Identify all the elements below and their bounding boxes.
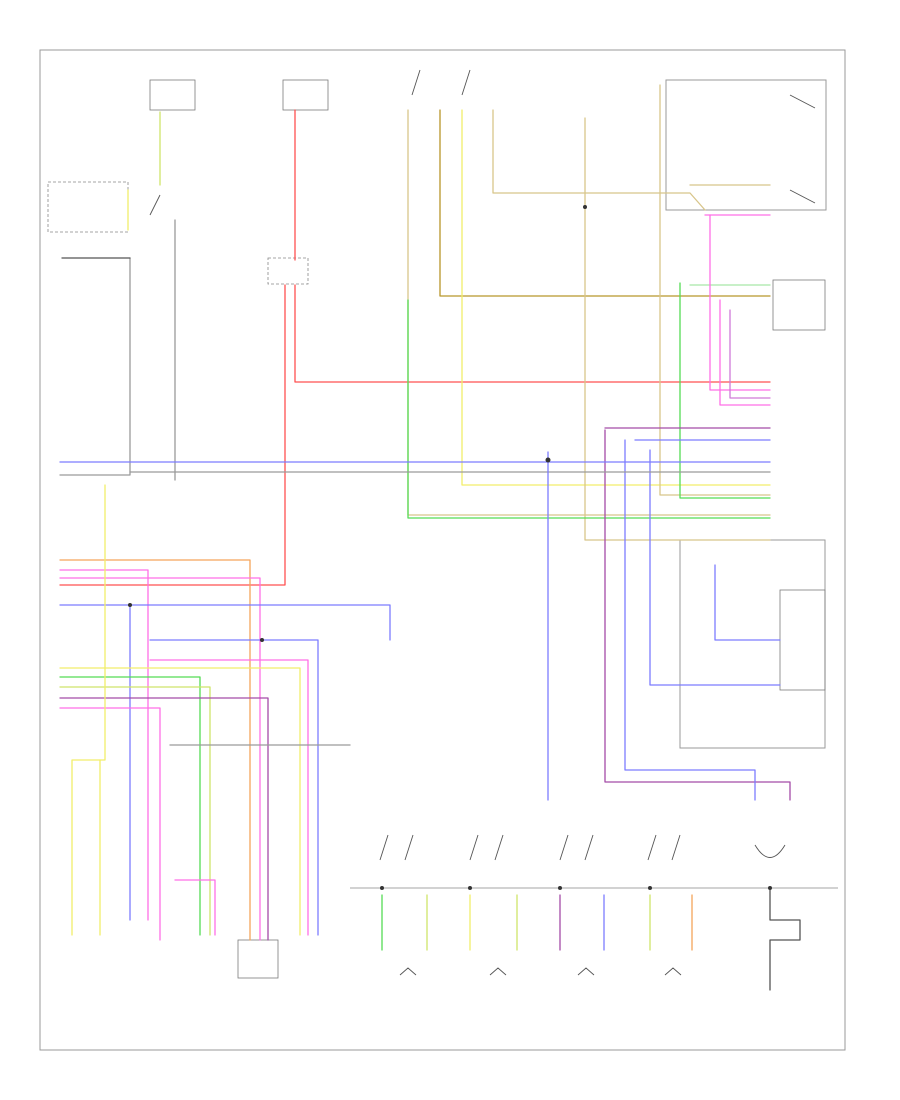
splice-6 [468, 886, 472, 890]
switch-symbol-top [411, 69, 471, 96]
splice-5 [380, 886, 384, 890]
switch-symbol-right [789, 94, 816, 204]
wire-pink-right-2 [719, 299, 771, 406]
component-top-left-1 [149, 79, 196, 111]
wire-tan-top-right [492, 109, 706, 211]
wire-black-bottom-right [769, 887, 801, 991]
wire-tan-right [584, 117, 771, 541]
wires [59, 84, 801, 991]
switch-symbol-2 [469, 834, 504, 861]
component-right-lower [679, 539, 826, 749]
splice-1 [583, 205, 587, 209]
wire-blue-right-2 [649, 449, 781, 686]
component-left-switch [47, 181, 129, 233]
wire-pink-left [59, 569, 149, 921]
wire-yellow-mid [461, 109, 771, 486]
wire-tan-right-2 [659, 84, 771, 496]
component-right-1 [772, 279, 826, 331]
wire-yellow-left-2 [71, 484, 106, 936]
component-outlines [47, 79, 838, 979]
wire-purple-right [604, 429, 791, 801]
wire-green-mid [407, 299, 771, 519]
wire-blue-left [59, 604, 391, 641]
wire-pink-short [174, 879, 216, 936]
wire-blue-right [624, 439, 756, 801]
wire-yellow-left [59, 667, 301, 936]
wire-green-left [59, 676, 201, 936]
wire-yellowgreen-left [59, 686, 211, 936]
wire-gray-left [59, 257, 131, 476]
wire-red-horizontal [294, 284, 771, 383]
splice-3 [128, 603, 132, 607]
switch-symbol-left [149, 194, 161, 216]
splice-9 [768, 886, 772, 890]
splice-2 [545, 457, 551, 463]
wire-blue-right-3 [714, 564, 781, 641]
component-top-center-1 [282, 79, 329, 111]
switch-symbol-4 [647, 834, 681, 861]
component-bottom-connector [237, 939, 279, 979]
wire-red-left [59, 284, 286, 586]
wire-purple-left [59, 697, 269, 941]
wire-pink-left-3 [149, 659, 309, 936]
switch-symbols [149, 69, 816, 976]
component-junction-block [267, 257, 309, 285]
wire-green-right [679, 282, 771, 499]
splice-4 [260, 638, 264, 642]
splice-points [128, 205, 772, 890]
wire-pink-left-4 [59, 707, 161, 941]
switch-symbol-3 [559, 834, 594, 861]
switch-symbol-5 [754, 844, 786, 858]
diagram-frame [39, 49, 846, 1051]
splice-7 [558, 886, 562, 890]
component-right-switch [779, 589, 826, 691]
splice-8 [648, 886, 652, 890]
wire-pink-left-2 [59, 577, 261, 941]
connector-symbols-bottom [399, 967, 682, 976]
switch-symbol-1 [379, 834, 414, 861]
wire-violet-right [729, 309, 771, 399]
wire-orange-left [59, 559, 251, 941]
wire-pink-right [709, 214, 771, 391]
wire-blue-left-2 [149, 639, 319, 936]
component-right-top [665, 79, 827, 211]
wire-brown-top [439, 109, 771, 297]
